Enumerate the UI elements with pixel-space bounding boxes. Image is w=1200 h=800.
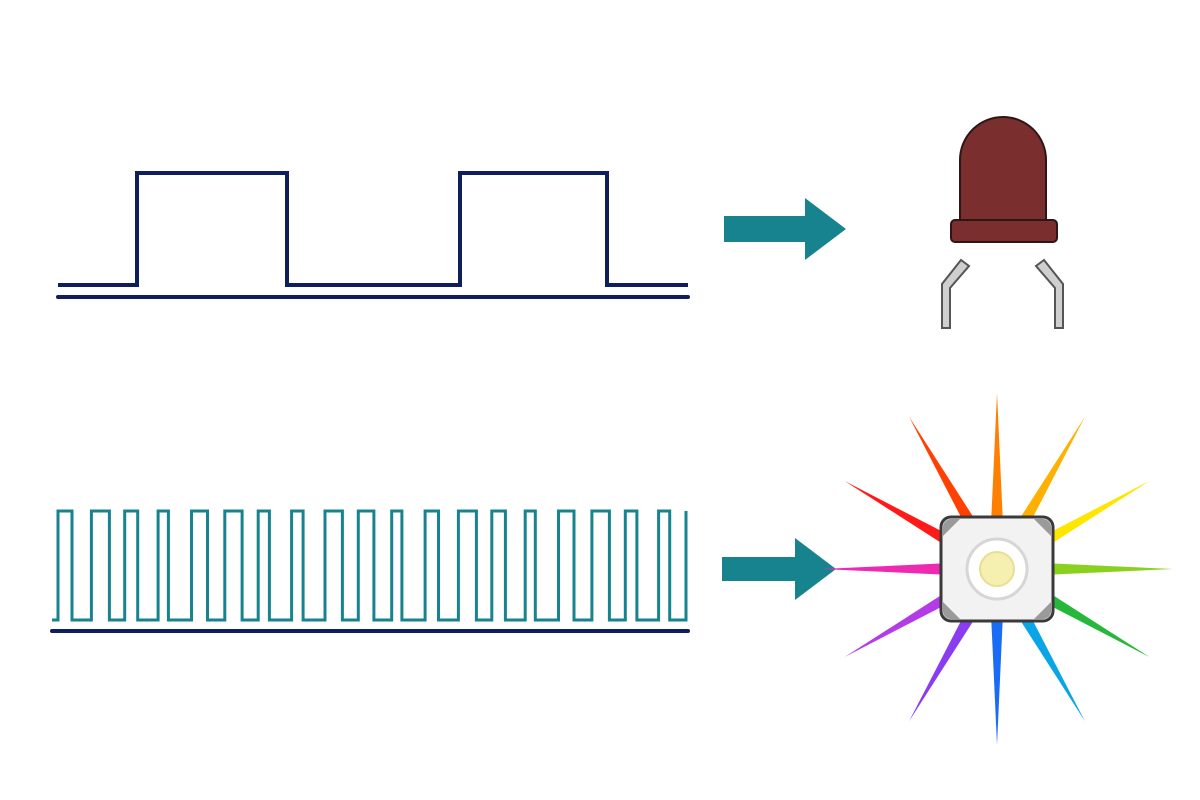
led-rim — [950, 219, 1058, 243]
light-ray — [909, 590, 989, 722]
slow-arrow-shape — [724, 198, 846, 260]
smd-pad-bottom-left — [943, 602, 960, 619]
slow-wave-row — [56, 171, 690, 299]
slow-square-wave — [58, 171, 688, 287]
smd-rgb-led-icon — [821, 393, 1173, 745]
smd-lens — [979, 551, 1015, 587]
light-ray — [990, 393, 1004, 540]
smd-pad-top-right — [1034, 519, 1051, 536]
through-hole-led-icon — [941, 116, 1064, 329]
smd-pad-bottom-right — [1034, 602, 1051, 619]
led-leg-right — [1034, 258, 1064, 329]
fast-pwm-wave — [52, 509, 688, 622]
light-ray — [821, 562, 968, 576]
fast-arrow-shape — [722, 538, 836, 600]
right-arrow-icon — [724, 198, 846, 260]
light-ray — [1005, 416, 1085, 548]
light-ray — [990, 598, 1004, 745]
light-ray — [1005, 590, 1085, 722]
right-arrow-icon — [722, 538, 836, 600]
led-dome — [959, 116, 1047, 221]
light-ray — [1026, 562, 1173, 576]
fast-wave-row — [50, 509, 690, 633]
light-ray — [909, 416, 989, 548]
led-leg-left — [941, 258, 971, 329]
smd-pad-top-left — [943, 519, 960, 536]
